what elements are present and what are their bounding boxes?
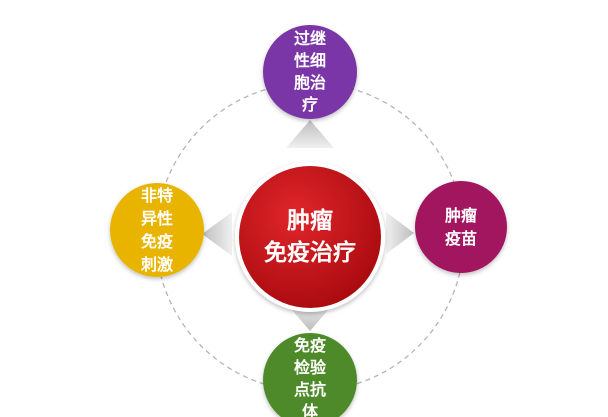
top-node-circle [263,25,357,119]
arrow-left-shape [202,212,232,256]
bottom-node-circle [263,333,357,417]
center-node-circle [239,166,381,308]
arrow-right-shape [386,212,414,254]
left-node-circle [110,183,204,277]
arrow-up-shape [286,120,334,148]
right-node-circle [415,181,507,273]
